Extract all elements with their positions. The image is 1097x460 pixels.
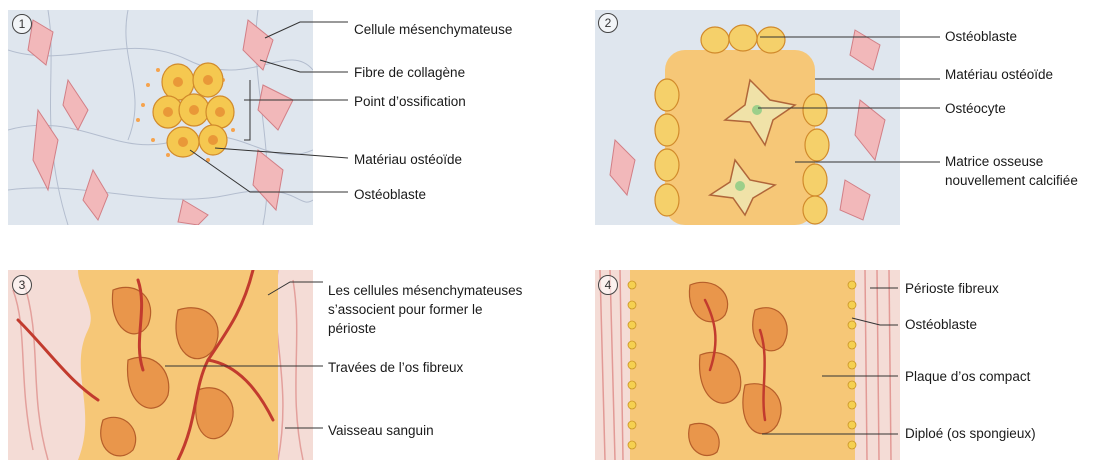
label-travees-os-fibreux: Travées de l’os fibreux xyxy=(328,358,463,377)
panel-4-illustration xyxy=(595,270,900,460)
label-diploe-os-spongieux: Diploé (os spongieux) xyxy=(905,424,1036,443)
label-plaque-os-compact: Plaque d’os compact xyxy=(905,367,1030,386)
label-cellules-mesenchymateuses-line-2: s’associent pour former le xyxy=(328,300,483,319)
label-materiau-osteoide-1: Matériau ostéoïde xyxy=(354,150,462,169)
label-osteoblaste-1: Ostéoblaste xyxy=(354,185,426,204)
panel-2-illustration xyxy=(595,10,900,225)
label-osteocyte: Ostéocyte xyxy=(945,99,1006,118)
panel-3-illustration xyxy=(8,270,313,460)
label-matrice-osseuse: Matrice osseuse xyxy=(945,152,1043,171)
panel-2-image xyxy=(595,10,900,225)
panel-1-image xyxy=(8,10,313,225)
panel-4-number-badge: 4 xyxy=(598,275,618,295)
panel-4-image xyxy=(595,270,900,460)
label-osteoblaste-2: Ostéoblaste xyxy=(945,27,1017,46)
panel-3-number-badge: 3 xyxy=(12,275,32,295)
panel-1-number-badge: 1 xyxy=(12,14,32,34)
panel-1-illustration xyxy=(8,10,313,225)
label-point-d-ossification: Point d’ossification xyxy=(354,92,466,111)
label-perioste-fibreux: Périoste fibreux xyxy=(905,279,999,298)
label-fibre-de-collagene: Fibre de collagène xyxy=(354,63,465,82)
label-vaisseau-sanguin: Vaisseau sanguin xyxy=(328,421,434,440)
panel-2-number-badge: 2 xyxy=(598,13,618,33)
label-cellules-mesenchymateuses-line-3: périoste xyxy=(328,319,376,338)
label-cellule-mesenchymateuse: Cellule mésenchymateuse xyxy=(354,20,512,39)
label-nouvellement-calcifiee: nouvellement calcifiée xyxy=(945,171,1078,190)
label-cellules-mesenchymateuses-line-1: Les cellules mésenchymateuses xyxy=(328,281,522,300)
label-materiau-osteoide-2: Matériau ostéoïde xyxy=(945,65,1053,84)
panel-3-image xyxy=(8,270,313,460)
label-osteoblaste-4: Ostéoblaste xyxy=(905,315,977,334)
